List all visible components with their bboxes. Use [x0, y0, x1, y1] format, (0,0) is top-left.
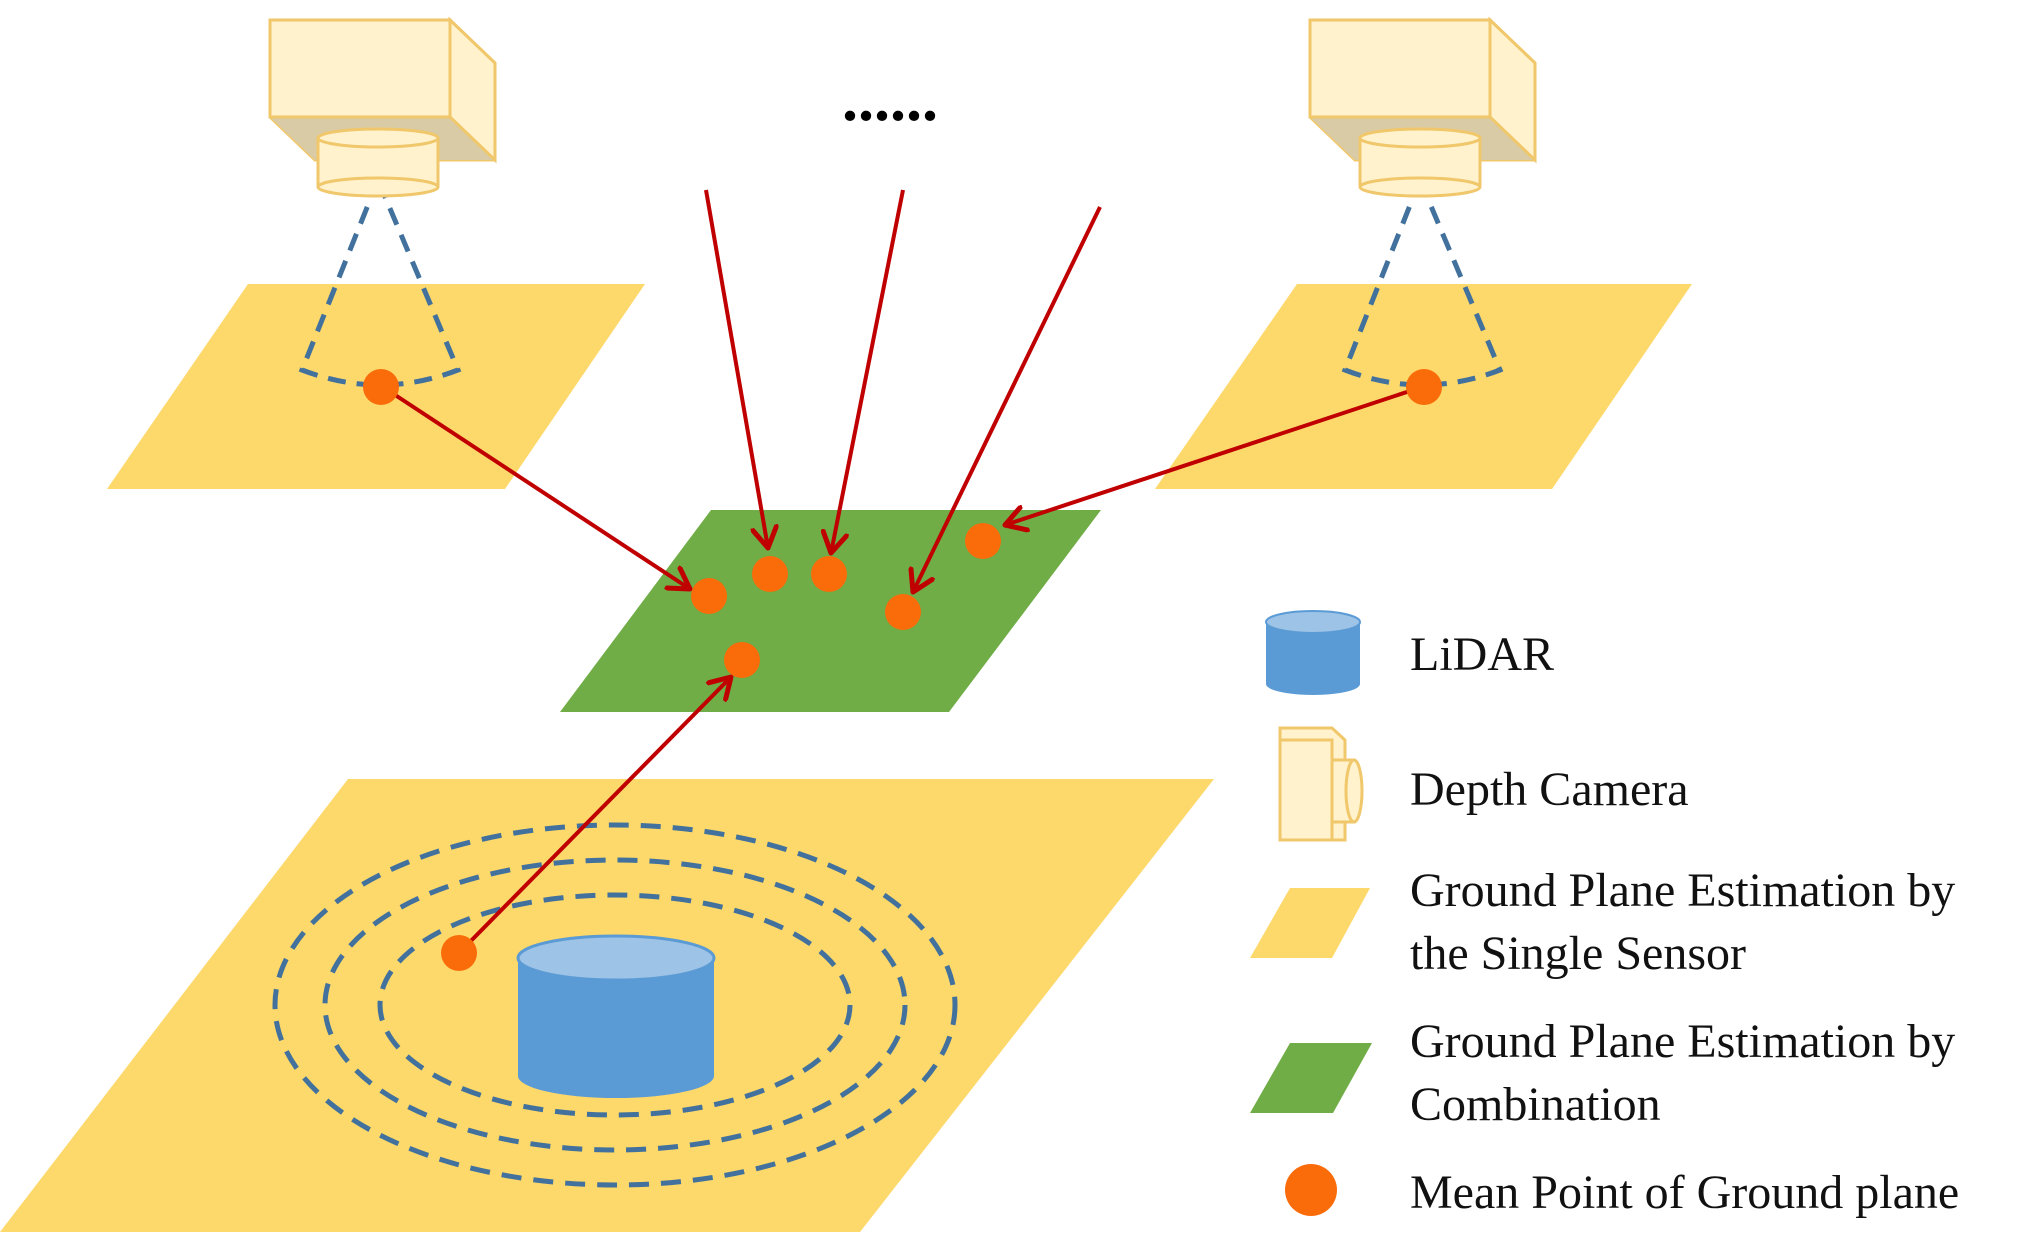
legend-mean-point-label: Mean Point of Ground plane [1410, 1166, 1959, 1219]
legend-single-sensor-label-line1: Ground Plane Estimation by [1410, 864, 1955, 917]
right-camera-fov [1341, 173, 1504, 388]
mean-point-combined-5 [885, 594, 921, 630]
legend-combination-label-line2: Combination [1410, 1078, 1661, 1131]
scan-ring-middle [322, 857, 908, 1153]
mean-points [363, 369, 1442, 971]
scan-ring-outer [272, 822, 958, 1188]
mean-point-right-camera [1406, 369, 1442, 405]
lidar-scan-rings [272, 822, 958, 1188]
arrow-top-3 [913, 206, 1102, 592]
legend-lidar-label: LiDAR [1410, 628, 1554, 681]
mean-point-combined-4 [965, 523, 1001, 559]
left-camera-fov [298, 173, 462, 388]
arrow-top-1 [704, 189, 768, 548]
fusion-arrows [381, 189, 1423, 954]
scan-ring-inner [377, 892, 853, 1118]
depth-camera-right [1308, 16, 1537, 198]
legend-depth-camera-label: Depth Camera [1410, 763, 1689, 816]
mean-point-lidar [441, 935, 477, 971]
legend-lidar-icon [1265, 610, 1361, 695]
lidar-ground-plane [0, 779, 1214, 1232]
mean-point-left-camera [363, 369, 399, 405]
depth-camera-left [268, 16, 497, 198]
lidar-icon [516, 934, 716, 1098]
left-camera-ground-plane [107, 173, 645, 489]
legend-mean-point-icon [1285, 1164, 1337, 1216]
arrow-lidar [458, 677, 731, 954]
right-camera-ground-plane [1155, 173, 1692, 489]
mean-point-combined-2 [752, 556, 788, 592]
legend: LiDAR Depth Camera Ground Plane Estimati… [1250, 610, 1959, 1219]
mean-point-combined-3 [811, 556, 847, 592]
legend-depth-camera-icon [1278, 726, 1364, 842]
arrow-right-camera [1005, 385, 1423, 525]
arrow-top-2 [831, 189, 905, 553]
mean-point-combined-1 [691, 578, 727, 614]
ellipsis-more-sensors: ...... [842, 63, 938, 134]
legend-combination-swatch [1250, 1043, 1372, 1113]
mean-point-combined-6 [724, 642, 760, 678]
legend-combination-label-line1: Ground Plane Estimation by [1410, 1015, 1955, 1068]
legend-single-sensor-swatch [1250, 888, 1370, 958]
legend-single-sensor-label-line2: the Single Sensor [1410, 927, 1746, 980]
combined-ground-plane [560, 510, 1101, 712]
arrow-left-camera [381, 385, 690, 589]
